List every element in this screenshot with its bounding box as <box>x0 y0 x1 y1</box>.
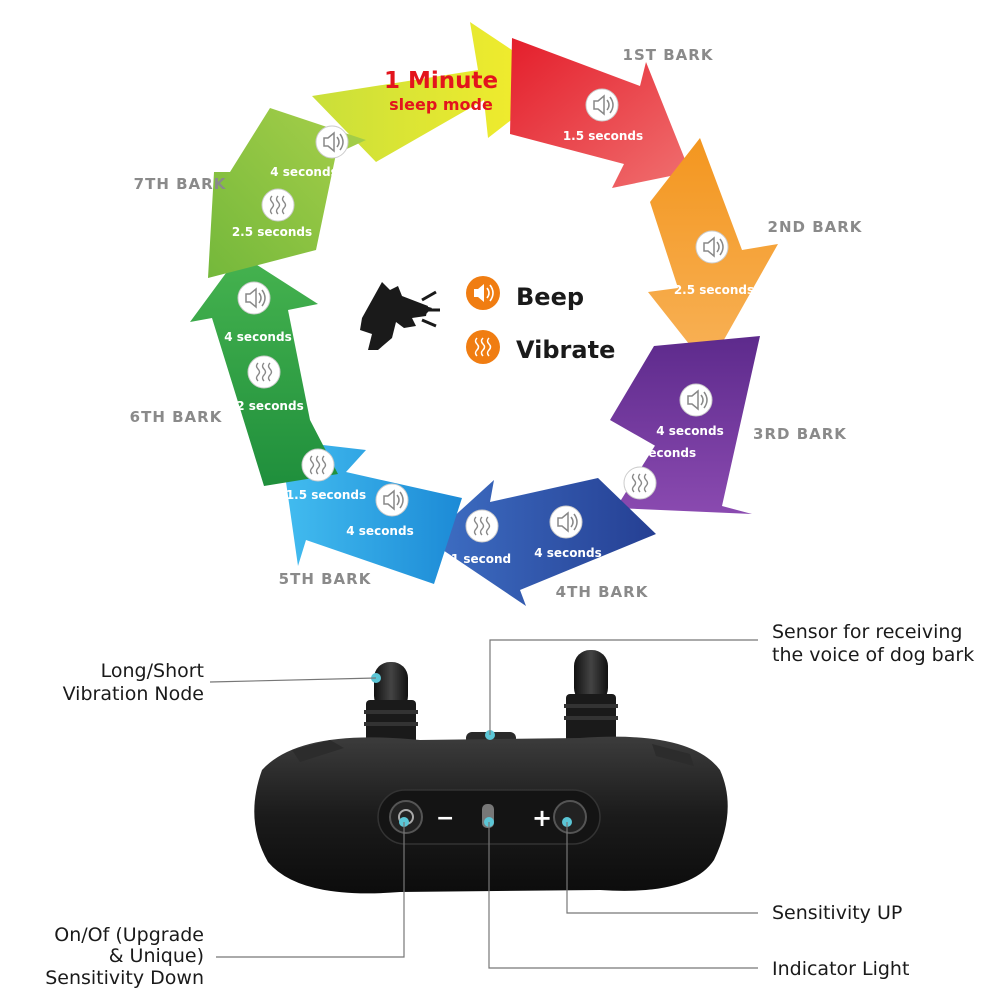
duration-b6-vib: 2 seconds <box>236 399 303 413</box>
callout-lines <box>209 639 758 969</box>
callout-onoff-3: Sensitivity Down <box>45 967 204 989</box>
bark-label-6: 6TH BARK <box>130 408 223 426</box>
sleep-subtitle: sleep mode <box>389 95 493 114</box>
right-vibration-node <box>564 650 618 746</box>
vibrate-icon <box>465 509 499 543</box>
bark-cycle-diagram: 1 Minute sleep mode 1ST BARK 2ND BARK 3R… <box>130 22 863 606</box>
speaker-icon <box>585 88 619 122</box>
duration-b7-vib: 2.5 seconds <box>232 225 312 239</box>
sensitivity-up-button[interactable] <box>553 800 587 834</box>
callout-onoff-1: On/Of (Upgrade <box>54 924 204 946</box>
arrow-sleep <box>312 22 560 162</box>
legend-beep-label: Beep <box>516 283 584 311</box>
vibrate-icon <box>301 448 335 482</box>
bark-label-3: 3RD BARK <box>753 425 847 443</box>
duration-b4-vib: 1 second <box>451 552 511 566</box>
duration-b5-vib: 1.5 seconds <box>286 488 366 502</box>
duration-b2-beep: 2.5 seconds <box>674 283 754 297</box>
speaker-icon <box>315 125 349 159</box>
bark-label-5: 5TH BARK <box>279 570 372 588</box>
bark-label-2: 2ND BARK <box>768 218 863 236</box>
duration-b3-beep: 4 seconds <box>656 424 723 438</box>
duration-b4-beep: 4 seconds <box>534 546 601 560</box>
vibrate-icon <box>623 466 657 500</box>
duration-b3-vib: 0.5 seconds <box>616 446 696 460</box>
callout-sensor-1: Sensor for receiving <box>772 621 962 643</box>
duration-b5-beep: 4 seconds <box>346 524 413 538</box>
minus-label: − <box>436 806 454 831</box>
cycle-arrows <box>190 22 778 606</box>
bark-label-7: 7TH BARK <box>134 175 227 193</box>
speaker-icon <box>695 230 729 264</box>
sleep-title: 1 Minute <box>384 68 498 94</box>
callout-vibration-node-1: Long/Short <box>101 660 204 682</box>
speaker-icon <box>679 383 713 417</box>
duration-b1-beep: 1.5 seconds <box>563 129 643 143</box>
callout-indicator-light: Indicator Light <box>772 958 909 980</box>
speaker-icon <box>375 483 409 517</box>
callout-sensitivity-up: Sensitivity UP <box>772 902 902 924</box>
beep-legend-icon <box>466 276 500 310</box>
callout-onoff-2: & Unique) <box>109 945 204 967</box>
plus-label: + <box>532 804 552 832</box>
vibrate-icon <box>247 355 281 389</box>
vibrate-legend-icon <box>466 330 500 364</box>
collar-device-diagram: − + Long/Short Vibration Node Sensor for… <box>45 621 974 989</box>
duration-b6-beep: 4 seconds <box>224 330 291 344</box>
legend-vibrate-label: Vibrate <box>516 336 615 364</box>
speaker-icon <box>237 281 271 315</box>
callout-vibration-node-2: Vibration Node <box>63 683 204 705</box>
barking-dog-icon <box>360 282 440 350</box>
power-button[interactable] <box>389 800 423 834</box>
legend: Beep Vibrate <box>466 276 615 364</box>
speaker-icon <box>549 505 583 539</box>
bark-label-4: 4TH BARK <box>556 583 649 601</box>
duration-b7-beep: 4 seconds <box>270 165 337 179</box>
vibrate-icon <box>261 188 295 222</box>
bark-label-1: 1ST BARK <box>623 46 714 64</box>
callout-sensor-2: the voice of dog bark <box>772 644 974 666</box>
